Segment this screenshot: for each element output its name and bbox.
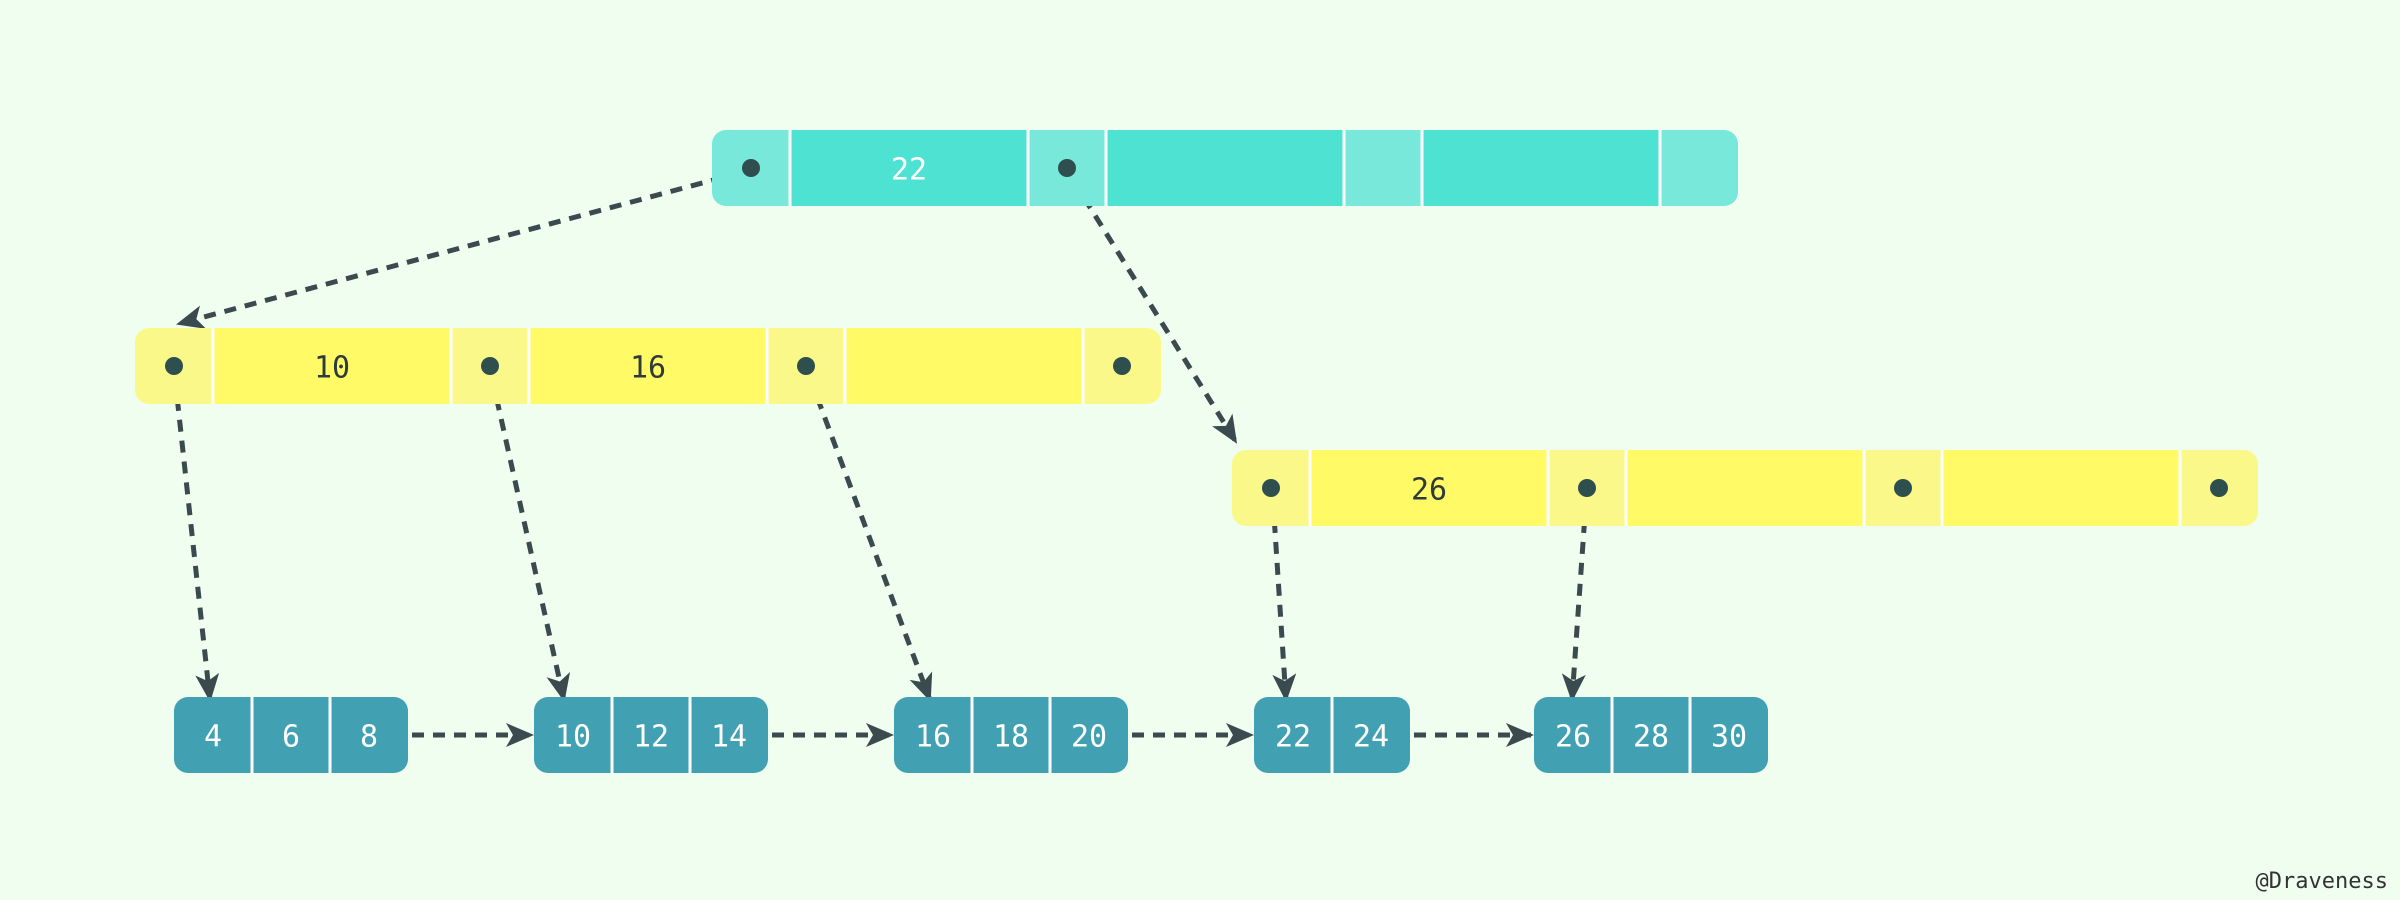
pointer-dot — [1113, 357, 1131, 375]
pointer-dot — [1058, 159, 1076, 177]
pointer-cell — [1660, 130, 1738, 206]
pointer-cell — [1344, 130, 1422, 206]
pointer-dot — [2210, 479, 2228, 497]
leaf-key-label: 28 — [1633, 720, 1669, 755]
leaf-key-label: 16 — [915, 720, 951, 755]
key-cell — [1942, 450, 2180, 526]
node-key-label: 16 — [630, 351, 666, 386]
pointer-arrow — [172, 377, 220, 702]
leaf-background — [174, 697, 408, 773]
pointer-dot — [1262, 479, 1280, 497]
internal-node-left: 10 16 — [135, 328, 1161, 404]
node-key-label: 22 — [891, 153, 927, 188]
leaf-node: 16 18 20 — [894, 697, 1128, 773]
key-cell — [1626, 450, 1864, 526]
pointer-arrow — [1270, 499, 1297, 702]
pointer-arrow — [1070, 178, 1239, 444]
leaf-key-label: 4 — [204, 720, 222, 755]
leaf-background — [894, 697, 1128, 773]
leaf-key-label: 18 — [993, 720, 1029, 755]
pointer-arrow — [807, 377, 933, 702]
leaf-background — [534, 697, 768, 773]
leaf-key-label: 12 — [633, 720, 669, 755]
pointer-dot — [1578, 479, 1596, 497]
leaf-key-label: 14 — [711, 720, 747, 755]
node-key-label: 26 — [1411, 473, 1447, 508]
leaf-key-label: 6 — [282, 720, 300, 755]
key-cell — [845, 328, 1083, 404]
leaf-background — [1534, 697, 1768, 773]
leaf-key-label: 30 — [1711, 720, 1747, 755]
pointer-dot — [165, 357, 183, 375]
pointer-dot — [742, 159, 760, 177]
pointer-dot — [1894, 479, 1912, 497]
key-cell — [529, 328, 767, 404]
internal-node-right: 26 — [1232, 450, 2258, 526]
leaf-node: 4 6 8 — [174, 697, 408, 773]
leaf-key-label: 22 — [1275, 720, 1311, 755]
pointer-dot — [481, 357, 499, 375]
key-cell — [213, 328, 451, 404]
key-cell — [1106, 130, 1344, 206]
pointer-dot — [797, 357, 815, 375]
leaf-node: 26 28 30 — [1534, 697, 1768, 773]
leaf-key-label: 8 — [360, 720, 378, 755]
key-cell — [1310, 450, 1548, 526]
key-cell — [790, 130, 1028, 206]
leaf-key-label: 20 — [1071, 720, 1107, 755]
pointer-arrow — [1561, 499, 1589, 702]
edges-layer — [172, 169, 1589, 747]
nodes-layer: 22 10 16 26 4 6 8 10 12 14 16 18 20 22 24 26 28 30 — [135, 130, 2258, 773]
node-key-label: 10 — [314, 351, 350, 386]
leaf-key-label: 26 — [1555, 720, 1591, 755]
key-cell — [1422, 130, 1660, 206]
leaf-node: 10 12 14 — [534, 697, 768, 773]
pointer-arrow — [489, 377, 571, 702]
pointer-arrow — [176, 169, 744, 329]
leaf-key-label: 10 — [555, 720, 591, 755]
root-node: 22 — [712, 130, 1738, 206]
author-credit: @Draveness — [2255, 869, 2388, 894]
leaf-key-label: 24 — [1353, 720, 1389, 755]
leaf-node: 22 24 — [1254, 697, 1410, 773]
